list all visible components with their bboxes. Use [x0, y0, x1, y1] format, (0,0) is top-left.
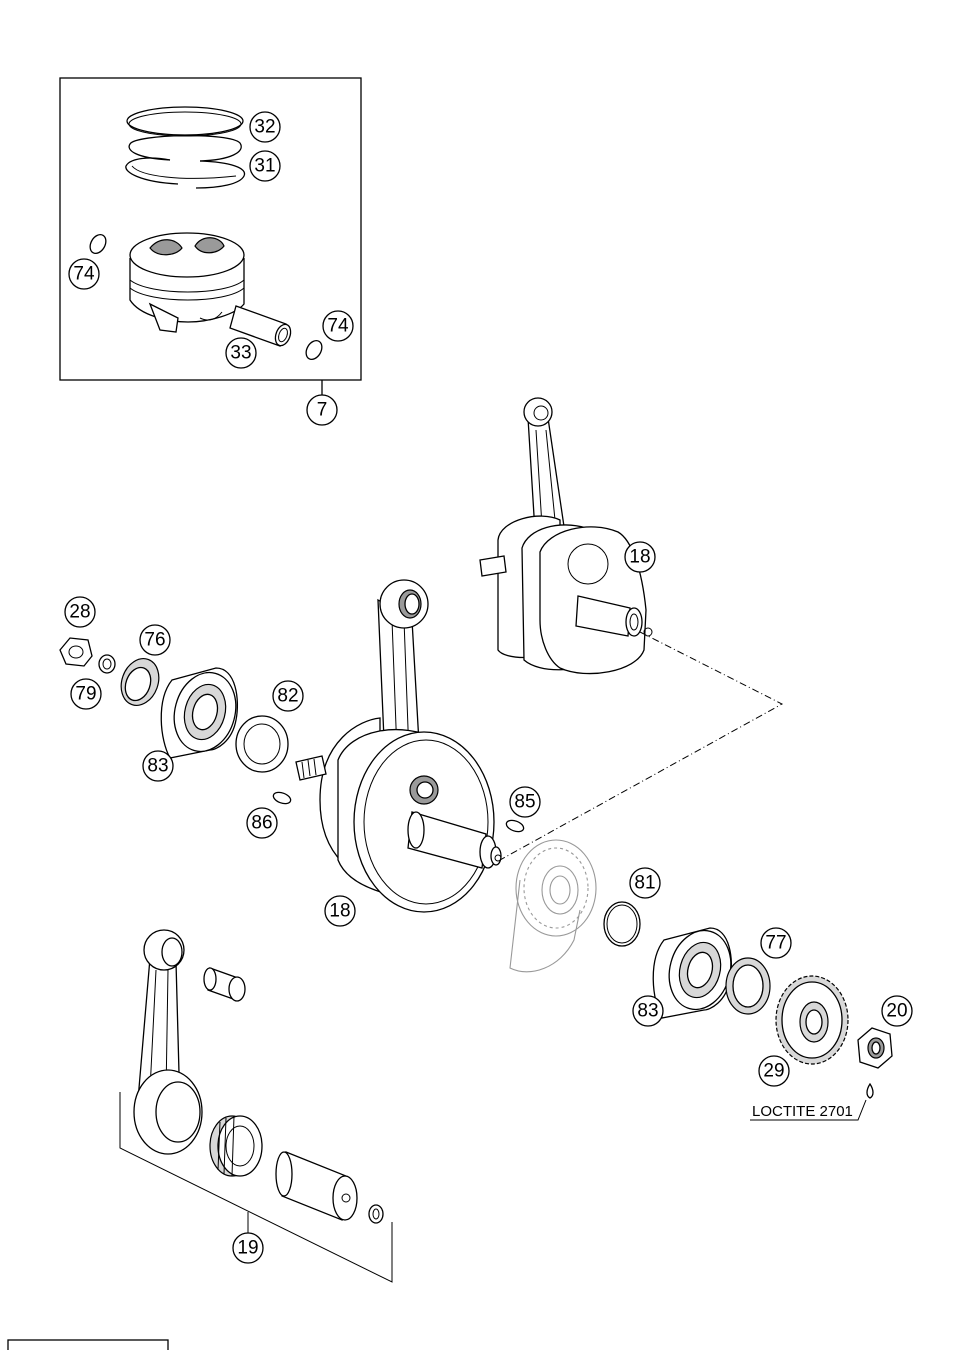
callout-19[interactable]: 19 — [232, 1232, 264, 1264]
circlip-right — [305, 340, 323, 360]
callout-33[interactable]: 33 — [225, 337, 257, 369]
callout-20[interactable]: 20 — [881, 995, 913, 1027]
svg-text:18: 18 — [329, 901, 350, 922]
svg-text:31: 31 — [254, 156, 275, 177]
piston-kit-box — [59, 77, 362, 395]
svg-text:79: 79 — [75, 684, 96, 705]
callout-7[interactable]: 7 — [306, 394, 338, 426]
svg-text:7: 7 — [317, 400, 328, 421]
piston-ring-upper — [126, 106, 244, 137]
loctite-leader — [750, 1099, 867, 1121]
svg-text:32: 32 — [254, 117, 275, 138]
circlip-left — [89, 234, 107, 254]
crankshaft-main — [295, 579, 502, 913]
svg-text:29: 29 — [763, 1061, 784, 1082]
svg-text:74: 74 — [73, 264, 95, 285]
svg-text:19: 19 — [237, 1238, 258, 1259]
svg-text:86: 86 — [251, 813, 272, 834]
svg-text:74: 74 — [327, 316, 349, 337]
piston — [129, 232, 245, 333]
callout-18-main[interactable]: 18 — [324, 895, 356, 927]
seal-77 — [725, 957, 771, 1015]
svg-text:83: 83 — [637, 1001, 658, 1022]
svg-text:76: 76 — [144, 630, 165, 651]
crankshaft-small-view — [479, 397, 653, 675]
washer-79 — [98, 654, 116, 674]
callout-74-left[interactable]: 74 — [68, 258, 100, 290]
svg-text:82: 82 — [277, 686, 298, 707]
svg-text:33: 33 — [230, 343, 251, 364]
svg-text:77: 77 — [765, 933, 786, 954]
callout-76[interactable]: 76 — [139, 624, 171, 656]
callout-83-left[interactable]: 83 — [142, 750, 174, 782]
shaft-seal-76 — [120, 658, 160, 706]
svg-text:81: 81 — [634, 873, 655, 894]
shim-82 — [235, 715, 289, 773]
callout-77[interactable]: 77 — [760, 927, 792, 959]
callout-74-right[interactable]: 74 — [322, 310, 354, 342]
conrod-kit — [119, 929, 393, 1283]
callout-18-small[interactable]: 18 — [624, 541, 656, 573]
loctite-drop-icon — [866, 1082, 874, 1099]
callout-79[interactable]: 79 — [70, 678, 102, 710]
woodruff-key-85 — [505, 819, 525, 833]
o-ring-81 — [603, 901, 641, 947]
callout-31[interactable]: 31 — [249, 150, 281, 182]
assembly-line — [499, 631, 784, 861]
svg-text:18: 18 — [629, 547, 650, 568]
callout-85[interactable]: 85 — [509, 786, 541, 818]
page-stamp — [7, 1339, 169, 1350]
nut-20 — [857, 1027, 893, 1069]
piston-pin — [229, 305, 292, 347]
bearing-83-right — [652, 927, 733, 1019]
callout-81[interactable]: 81 — [629, 867, 661, 899]
gear-29 — [775, 975, 849, 1065]
callout-83-right[interactable]: 83 — [632, 995, 664, 1027]
svg-text:28: 28 — [69, 602, 90, 623]
callout-32[interactable]: 32 — [249, 111, 281, 143]
bearing-83-left — [160, 667, 239, 759]
svg-text:83: 83 — [147, 756, 168, 777]
primary-gear-ghost — [509, 839, 597, 973]
callout-29[interactable]: 29 — [758, 1055, 790, 1087]
collar-nut-28 — [59, 637, 93, 667]
svg-text:85: 85 — [514, 792, 535, 813]
woodruff-key-86 — [272, 791, 292, 805]
loctite-note: LOCTITE 2701 — [752, 1103, 853, 1120]
callouts: 32 31 74 74 33 7 18 28 76 79 82 83 86 85… — [64, 111, 913, 1264]
piston-ring-lower — [125, 134, 246, 189]
callout-28[interactable]: 28 — [64, 596, 96, 628]
callout-86[interactable]: 86 — [246, 807, 278, 839]
callout-82[interactable]: 82 — [272, 680, 304, 712]
svg-text:20: 20 — [886, 1001, 907, 1022]
